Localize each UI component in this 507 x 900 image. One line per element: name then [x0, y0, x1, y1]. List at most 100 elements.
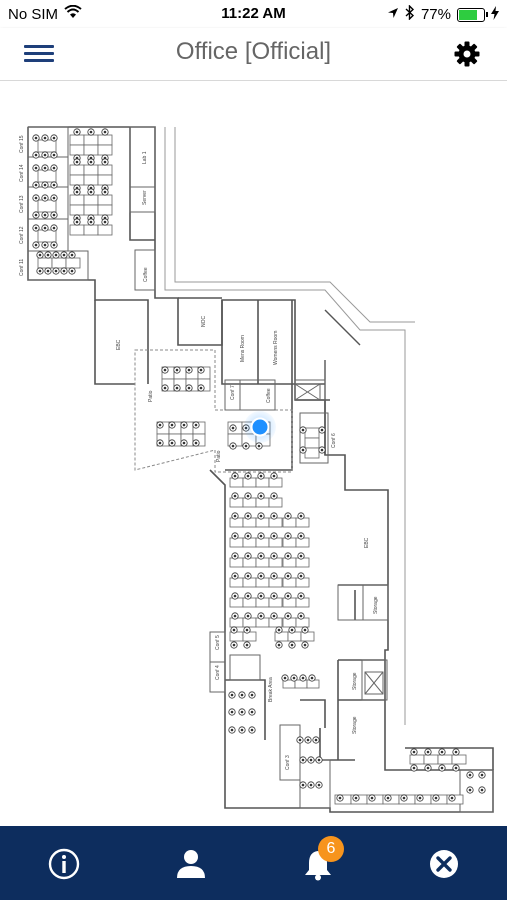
info-tab-button[interactable] [44, 844, 84, 884]
chair [466, 771, 474, 779]
chair [466, 786, 474, 794]
chair [299, 781, 307, 789]
label-conf14: Conf 14 [19, 164, 25, 182]
label-lab1: Lab 1 [142, 151, 148, 164]
chair [231, 472, 239, 480]
floor-plan-svg: Conf 15 Conf 14 Conf 13 Conf 12 Conf 11 … [19, 126, 494, 813]
chair [297, 512, 305, 520]
desk [97, 194, 113, 206]
chair [87, 128, 95, 136]
desk [37, 139, 57, 153]
chair [101, 188, 109, 196]
chair [244, 572, 252, 580]
chair [270, 472, 278, 480]
desk [268, 477, 283, 488]
label-conf11: Conf 11 [19, 259, 25, 276]
desk [97, 204, 113, 216]
desk [229, 477, 244, 488]
desk [242, 517, 257, 528]
chair [284, 532, 292, 540]
chair [243, 626, 251, 634]
chair [238, 708, 246, 716]
chair [307, 781, 315, 789]
chair [275, 626, 283, 634]
chair [229, 442, 237, 450]
close-tab-button[interactable] [424, 844, 464, 884]
chair [230, 626, 238, 634]
chair [192, 439, 200, 447]
desk [97, 144, 113, 156]
chair [368, 794, 376, 802]
desk [69, 204, 85, 216]
desk [229, 557, 244, 568]
chair [52, 251, 60, 259]
chair [231, 572, 239, 580]
profile-tab-button[interactable] [171, 844, 211, 884]
menu-button[interactable] [24, 42, 54, 66]
person-icon [177, 850, 205, 878]
storage-boxes [294, 383, 384, 695]
desk [255, 597, 270, 608]
desk [282, 557, 297, 568]
chair [231, 592, 239, 600]
chair [32, 181, 40, 189]
desk [37, 199, 57, 213]
label-ebc-left: EBC [116, 339, 122, 350]
chair [297, 612, 305, 620]
chair [416, 794, 424, 802]
chair [60, 251, 68, 259]
desk [255, 557, 270, 568]
chair [336, 794, 344, 802]
chair [44, 267, 52, 275]
chair [50, 211, 58, 219]
chair [244, 492, 252, 500]
chair [288, 641, 296, 649]
chair [284, 512, 292, 520]
chair [68, 251, 76, 259]
floor-plan-map[interactable]: Conf 15 Conf 14 Conf 13 Conf 12 Conf 11 … [0, 81, 507, 826]
chair [50, 134, 58, 142]
desk [69, 144, 85, 156]
desk [295, 617, 310, 628]
desk [229, 537, 244, 548]
desk [69, 194, 85, 206]
gear-icon [454, 41, 480, 67]
notifications-tab-button[interactable]: 6 [298, 836, 344, 884]
desk [295, 537, 310, 548]
label-conf6: Conf 6 [331, 433, 337, 448]
chair [438, 748, 446, 756]
chair [424, 764, 432, 772]
desk [69, 164, 85, 176]
desk [69, 174, 85, 186]
chair [432, 794, 440, 802]
chair [185, 366, 193, 374]
chair [478, 771, 486, 779]
desk [97, 174, 113, 186]
chair [270, 572, 278, 580]
chair [448, 794, 456, 802]
desk [409, 754, 425, 765]
desk [242, 631, 257, 642]
desk [282, 597, 297, 608]
chair [32, 211, 40, 219]
chair [231, 492, 239, 500]
chair [87, 188, 95, 196]
chair [87, 158, 95, 166]
chair [400, 794, 408, 802]
chair [315, 781, 323, 789]
chair [87, 218, 95, 226]
chair [73, 218, 81, 226]
chair [41, 211, 49, 219]
chair [41, 181, 49, 189]
chair [244, 512, 252, 520]
chair [352, 794, 360, 802]
chair [438, 764, 446, 772]
settings-button[interactable] [453, 40, 481, 68]
label-server: Server [142, 190, 148, 205]
chair [50, 194, 58, 202]
chair [230, 641, 238, 649]
chair [284, 592, 292, 600]
chair [244, 592, 252, 600]
desk [268, 557, 283, 568]
chair [270, 612, 278, 620]
